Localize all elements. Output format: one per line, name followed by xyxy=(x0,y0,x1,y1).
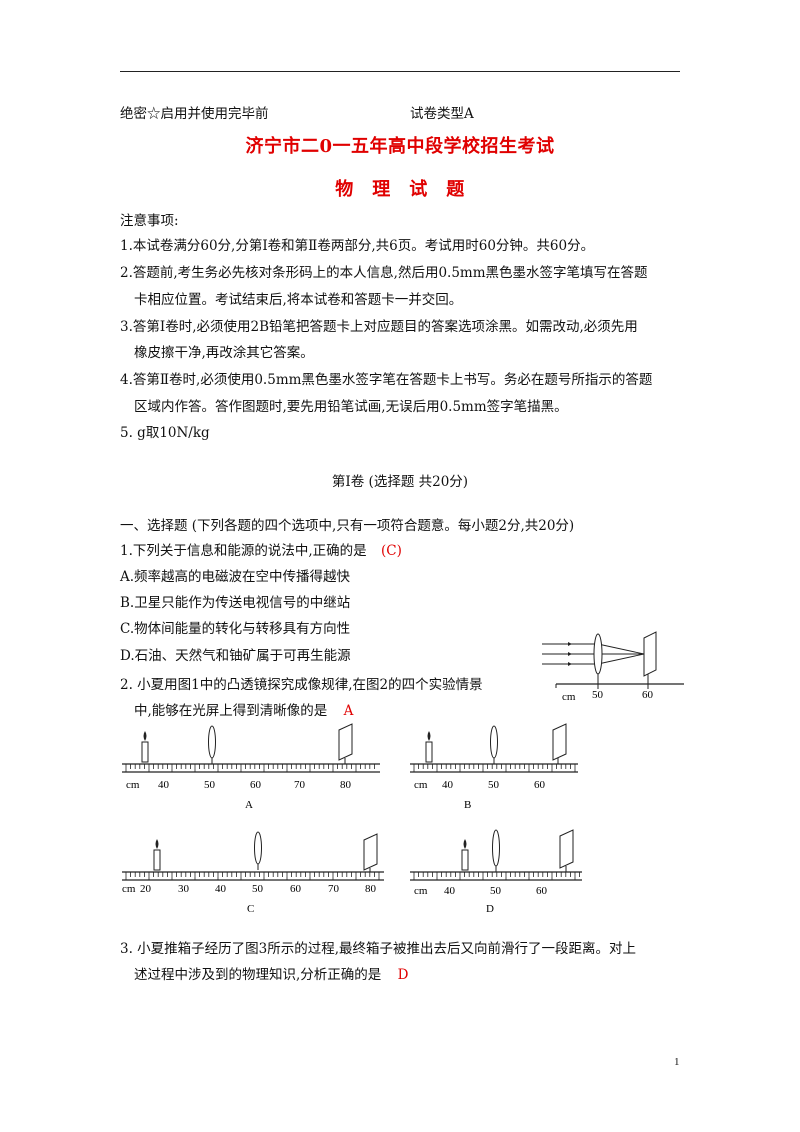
figC-label: 80 xyxy=(365,883,377,895)
figure-c-bench: cm 20 30 40 50 60 70 80 C xyxy=(122,831,384,915)
q2-answer: A xyxy=(343,703,354,719)
figure-b-bench: cm 40 50 60 B xyxy=(410,723,578,811)
q1-option-d: D.石油、天然气和铀矿属于可再生能源 xyxy=(120,648,351,664)
figB-label: 60 xyxy=(534,779,546,791)
figA-caption: A xyxy=(245,799,253,811)
figC-unit: cm xyxy=(122,883,136,895)
notice-item-2-cont: 卡相应位置。考试结束后,将本试卷和答题卡一并交回。 xyxy=(134,292,463,308)
figA-label: 50 xyxy=(204,779,216,791)
figA-label: 60 xyxy=(250,779,262,791)
figD-caption: D xyxy=(486,903,494,915)
notice-item-5: 5. g取10N/kg xyxy=(120,425,210,441)
q1-answer: (C) xyxy=(380,543,402,559)
q1-stem-text: 1.下列关于信息和能源的说法中,正确的是 xyxy=(120,543,367,559)
fig1-label-50: 50 xyxy=(592,689,604,701)
ruler-ticks xyxy=(125,764,375,772)
figD-label: 40 xyxy=(444,885,456,897)
figC-label: 20 xyxy=(140,883,152,895)
paper-type: 试卷类型A xyxy=(410,106,474,122)
q1-option-b: B.卫星只能作为传送电视信号的中继站 xyxy=(120,595,351,611)
figA-label: 80 xyxy=(340,779,352,791)
notice-item-4-cont: 区域内作答。答作图题时,要先用铅笔试画,无误后用0.5mm签字笔描黑。 xyxy=(134,399,568,415)
notice-item-3: 3.答第Ⅰ卷时,必须使用2B铅笔把答题卡上对应题目的答案选项涂黑。如需改动,必须… xyxy=(120,319,638,335)
figure-a-bench: cm 40 50 60 70 80 A xyxy=(122,723,380,811)
ruler-ticks xyxy=(413,872,581,880)
figC-label: 60 xyxy=(290,883,302,895)
notice-heading: 注意事项: xyxy=(120,213,179,229)
figD-label: 60 xyxy=(536,885,548,897)
notice-item-2: 2.答题前,考生务必先核对条形码上的本人信息,然后用0.5mm黑色墨水签字笔填写… xyxy=(120,265,648,281)
figD-label: 50 xyxy=(490,885,502,897)
q3-line2: 述过程中涉及到的物理知识,分析正确的是 xyxy=(134,967,382,983)
fig1-label-60: 60 xyxy=(642,689,654,701)
section1-instruction: 一、选择题 (下列各题的四个选项中,只有一项符合题意。每小题2分,共20分) xyxy=(120,518,575,534)
figB-caption: B xyxy=(464,799,471,811)
ruler-ticks xyxy=(125,872,380,880)
q2-line2: 中,能够在光屏上得到清晰像的是 xyxy=(134,703,328,719)
figD-unit: cm xyxy=(414,885,428,897)
figB-label: 40 xyxy=(442,779,454,791)
figC-label: 40 xyxy=(215,883,227,895)
q3-answer: D xyxy=(397,967,409,983)
figC-label: 50 xyxy=(252,883,264,895)
section1-title: 第Ⅰ卷 (选择题 共20分) xyxy=(331,474,469,490)
fig1-unit: cm xyxy=(562,691,576,703)
figC-caption: C xyxy=(247,903,254,915)
notice-item-1: 1.本试卷满分60分,分第Ⅰ卷和第Ⅱ卷两部分,共6页。考试用时60分钟。共60分… xyxy=(120,238,595,254)
exam-title: 济宁市二0一五年高中段学校招生考试 xyxy=(245,136,555,157)
notice-item-3-cont: 橡皮擦干净,再改涂其它答案。 xyxy=(134,345,314,361)
figC-label: 70 xyxy=(328,883,340,895)
figA-label: 70 xyxy=(294,779,306,791)
figure-d-bench: cm 40 50 60 D xyxy=(410,829,582,915)
q2-line1: 2. 小夏用图1中的凸透镜探究成像规律,在图2的四个实验情景 xyxy=(120,677,483,693)
ruler-ticks xyxy=(413,764,576,772)
exam-subtitle: 物 理 试 题 xyxy=(335,179,465,200)
figA-unit: cm xyxy=(126,779,140,791)
figA-label: 40 xyxy=(158,779,170,791)
figB-unit: cm xyxy=(414,779,428,791)
q1-stem: 1.下列关于信息和能源的说法中,正确的是 (C) xyxy=(120,542,402,560)
notice-item-4: 4.答第Ⅱ卷时,必须使用0.5mm黑色墨水签字笔在答题卡上书写。务必在题号所指示… xyxy=(120,372,653,388)
q1-option-c: C.物体间能量的转化与转移具有方向性 xyxy=(120,621,351,637)
figB-label: 50 xyxy=(488,779,500,791)
q1-option-a: A.频率越高的电磁波在空中传播得越快 xyxy=(120,569,351,585)
figC-label: 30 xyxy=(178,883,190,895)
figure-1-lens-rays: cm 50 60 xyxy=(542,631,684,703)
secret-note: 绝密☆启用并使用完毕前 xyxy=(120,106,269,122)
top-rule xyxy=(120,71,680,72)
page-number: 1 xyxy=(674,1056,680,1068)
candle xyxy=(141,731,149,763)
q3-line1: 3. 小夏推箱子经历了图3所示的过程,最终箱子被推出去后又向前滑行了一段距离。对… xyxy=(120,941,637,957)
